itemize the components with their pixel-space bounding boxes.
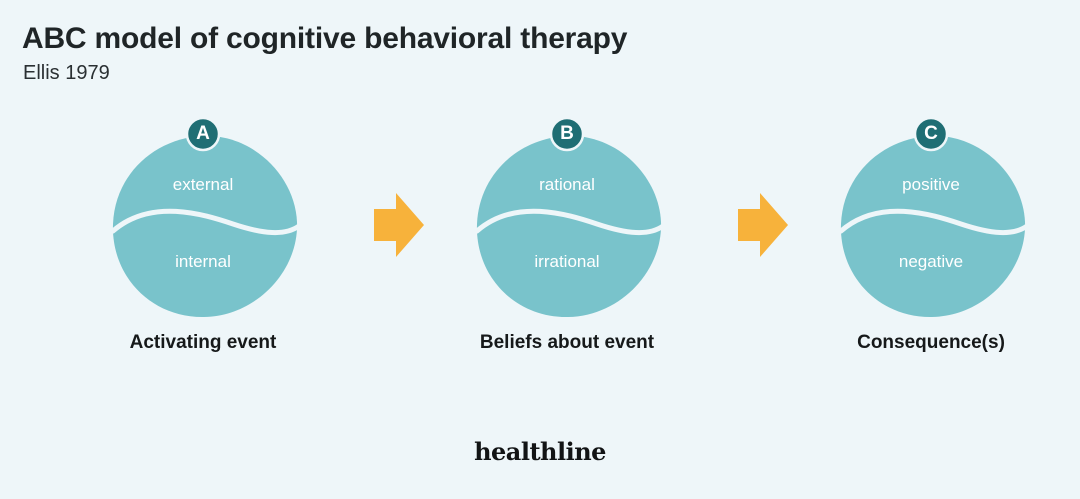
stage-a-top-label: external <box>172 175 234 194</box>
stage-c-circle-icon <box>838 116 1030 318</box>
stage-a-circle-icon <box>110 116 302 318</box>
page-subtitle: Ellis 1979 <box>23 62 110 84</box>
stage-c-top-label: positive <box>902 175 960 194</box>
stage-b-circle-icon <box>474 116 666 318</box>
stage-b-bottom-label: irrational <box>534 252 600 271</box>
stage-c-caption: Consequence(s) <box>857 332 1005 353</box>
stage-b-top-label: rational <box>539 175 595 194</box>
stage-a-bottom-label: internal <box>175 252 231 271</box>
page-title: ABC model of cognitive behavioral therap… <box>22 22 628 55</box>
stage-c-letter: C <box>924 123 938 144</box>
stage-a-caption: Activating event <box>129 332 277 353</box>
stage-c: C positive negative Consequence(s) <box>831 116 1031 358</box>
arrow-right-icon <box>738 193 788 257</box>
stage-a: A external internal Activating event <box>103 116 303 358</box>
healthline-logo: healthline <box>474 437 606 466</box>
arrow-right-icon <box>374 193 424 257</box>
stage-a-letter: A <box>196 123 210 144</box>
stage-c-bottom-label: negative <box>898 252 964 271</box>
stage-b-letter: B <box>560 123 574 144</box>
stage-b: B rational irrational Beliefs about even… <box>467 116 667 358</box>
stage-b-caption: Beliefs about event <box>479 332 655 353</box>
